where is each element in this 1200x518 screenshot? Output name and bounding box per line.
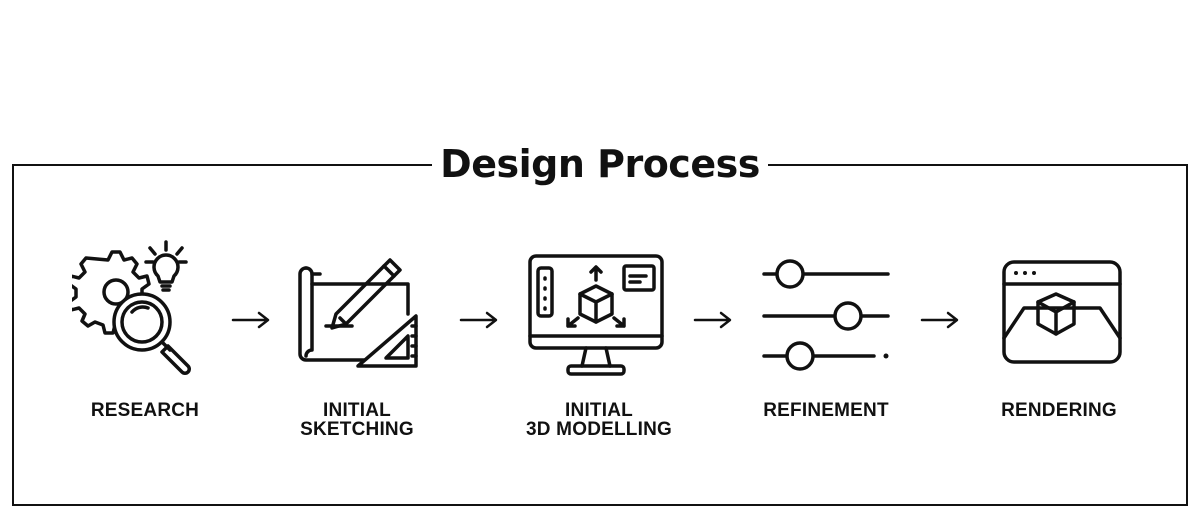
rendering-icon [1000, 258, 1124, 366]
step-label-research: RESEARCH [90, 400, 200, 421]
sketching-icon [296, 254, 420, 374]
3d-modelling-icon [526, 252, 666, 380]
step-label-3d-modelling: INITIAL 3D MODELLING [526, 400, 672, 440]
refinement-icon [758, 254, 894, 374]
step-label-rendering: RENDERING [1001, 400, 1117, 421]
arrow-right-icon [920, 311, 959, 329]
arrow-right-icon [231, 311, 270, 329]
arrow-right-icon [693, 311, 732, 329]
arrow-right-icon [459, 311, 498, 329]
step-label-sketching: INITIAL SKETCHING [300, 400, 414, 440]
step-label-refinement: REFINEMENT [763, 400, 889, 421]
page-title: Design Process [432, 140, 768, 188]
research-icon [72, 236, 204, 376]
